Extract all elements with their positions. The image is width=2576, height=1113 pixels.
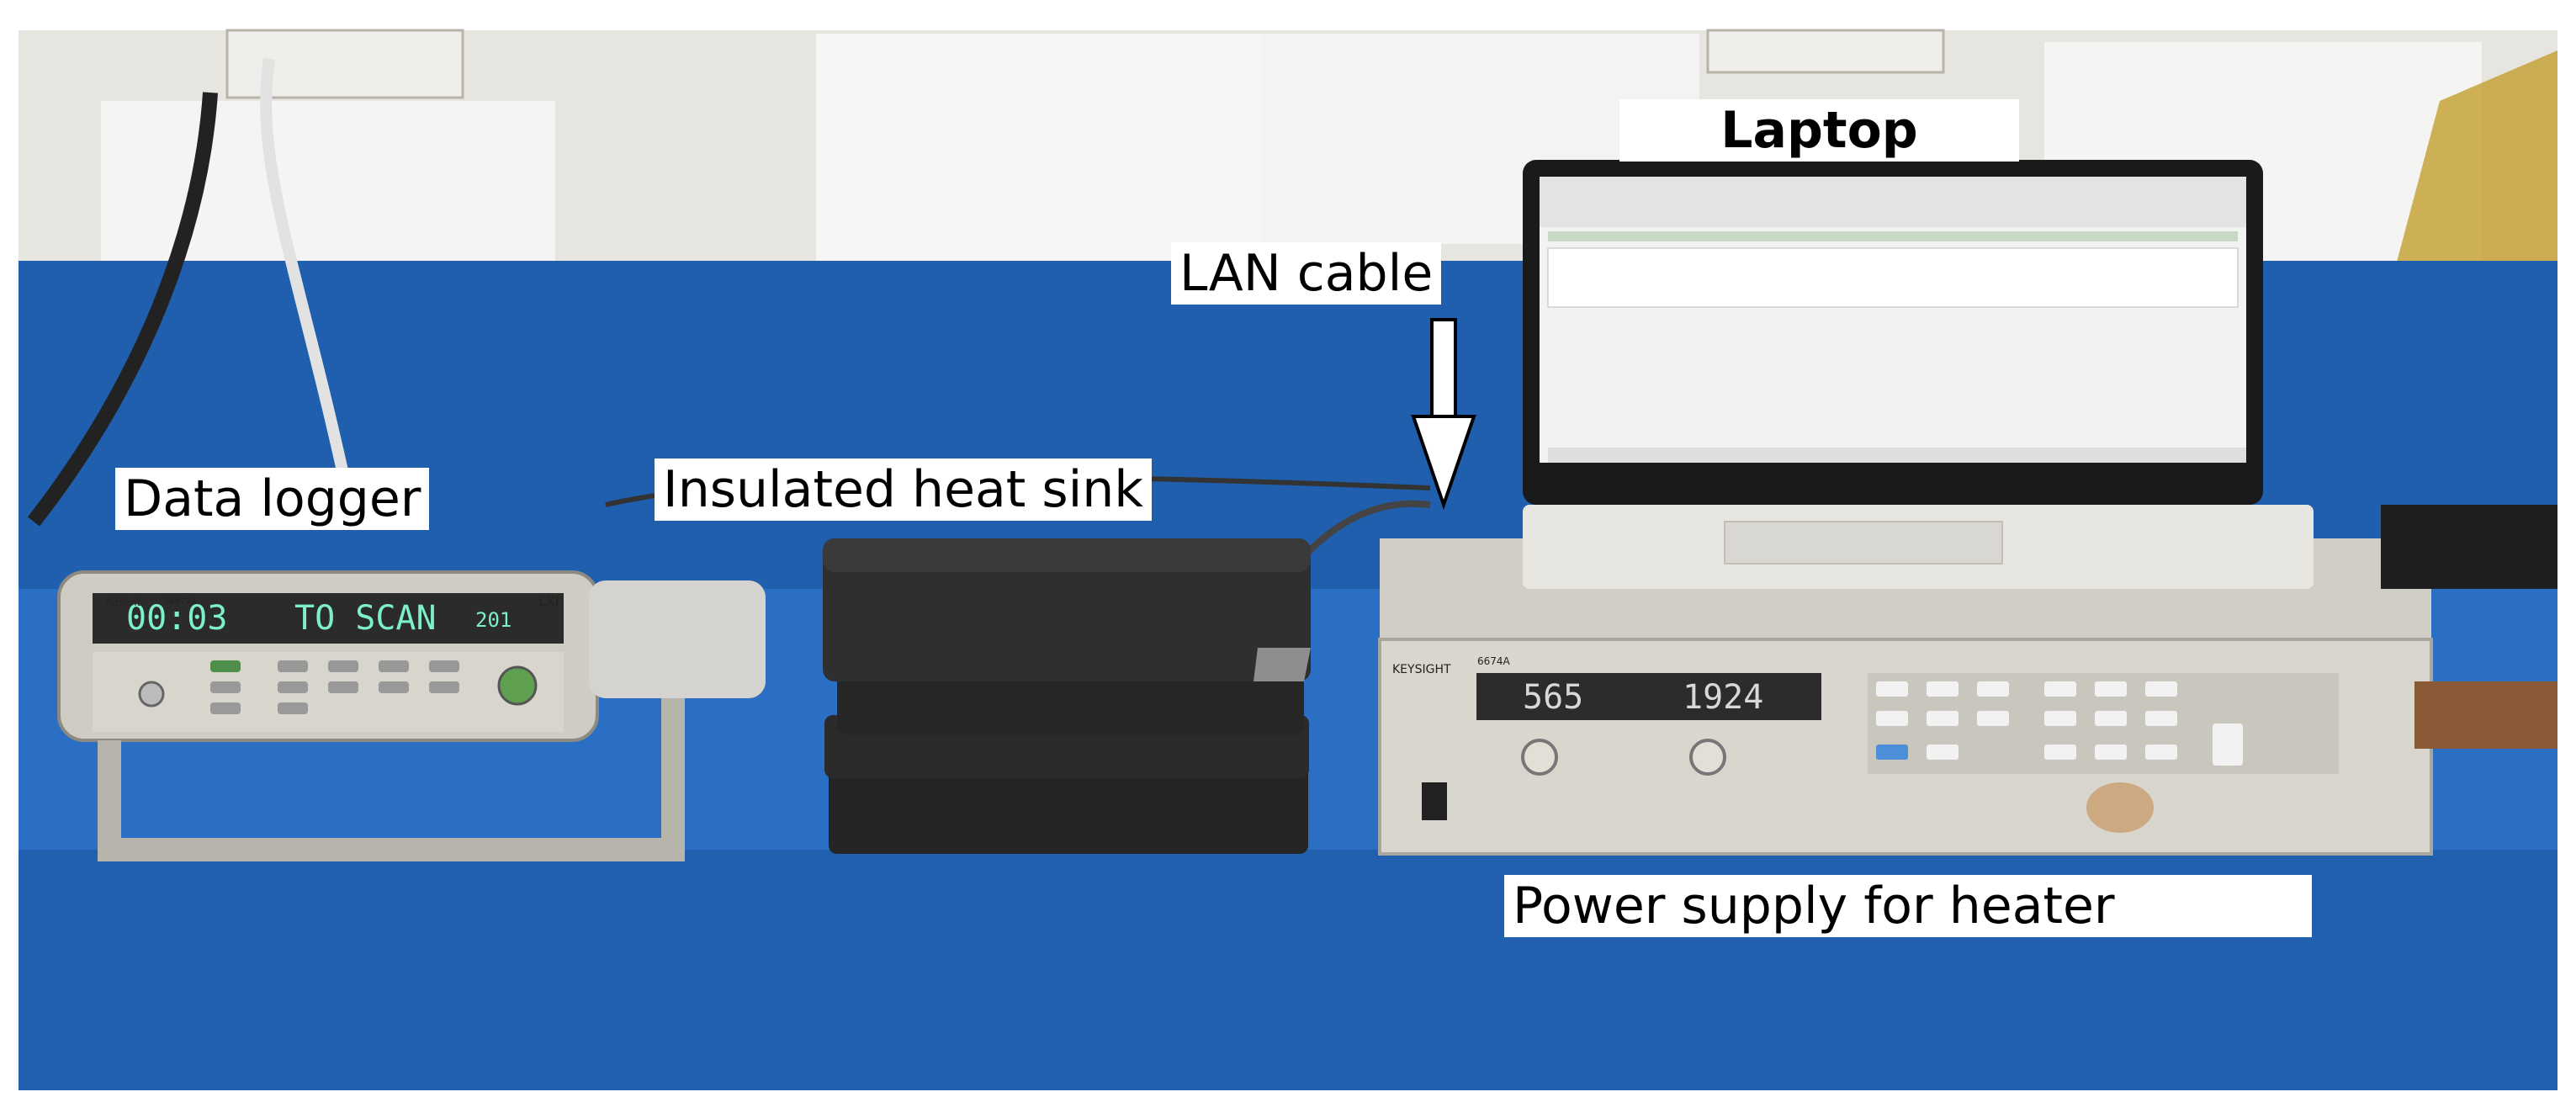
lan-cable-arrow [1411, 318, 1476, 511]
right-black-device [2381, 505, 2557, 589]
data-logger-device: 00:03 TO SCAN 201 Agilent 34972A LXI [57, 570, 685, 861]
black-cable-left [27, 92, 218, 527]
label-lan-cable: LAN cable [1171, 242, 1442, 305]
logger-lxi: LXI [538, 593, 559, 609]
wall-outlet-right [1706, 29, 1945, 74]
insulated-heat-sink [823, 538, 1311, 854]
laptop-device [1523, 160, 2314, 589]
white-cable-left [260, 57, 359, 523]
logger-display-mid: TO SCAN [294, 599, 437, 638]
label-insulated-heat-sink: Insulated heat sink [655, 458, 1153, 521]
logger-display-right: 201 [475, 608, 511, 632]
psu-brand: KEYSIGHT [1392, 663, 1451, 676]
logger-display-left: 00:03 [126, 599, 227, 638]
logger-model: 34972A [164, 597, 197, 607]
right-wood-block [2414, 681, 2557, 749]
psu-readout-left: 565 [1523, 678, 1583, 717]
logger-brand: Agilent [105, 596, 140, 608]
logger-back-unit [589, 580, 766, 698]
wall-paper-2 [816, 34, 1262, 278]
psu-model: 6674A [1477, 655, 1511, 667]
psu-readout-right: 1924 [1683, 678, 1763, 717]
label-power-supply: Power supply for heater [1504, 875, 2312, 937]
label-data-logger: Data logger [115, 468, 430, 530]
label-laptop: Laptop [1619, 99, 2019, 162]
